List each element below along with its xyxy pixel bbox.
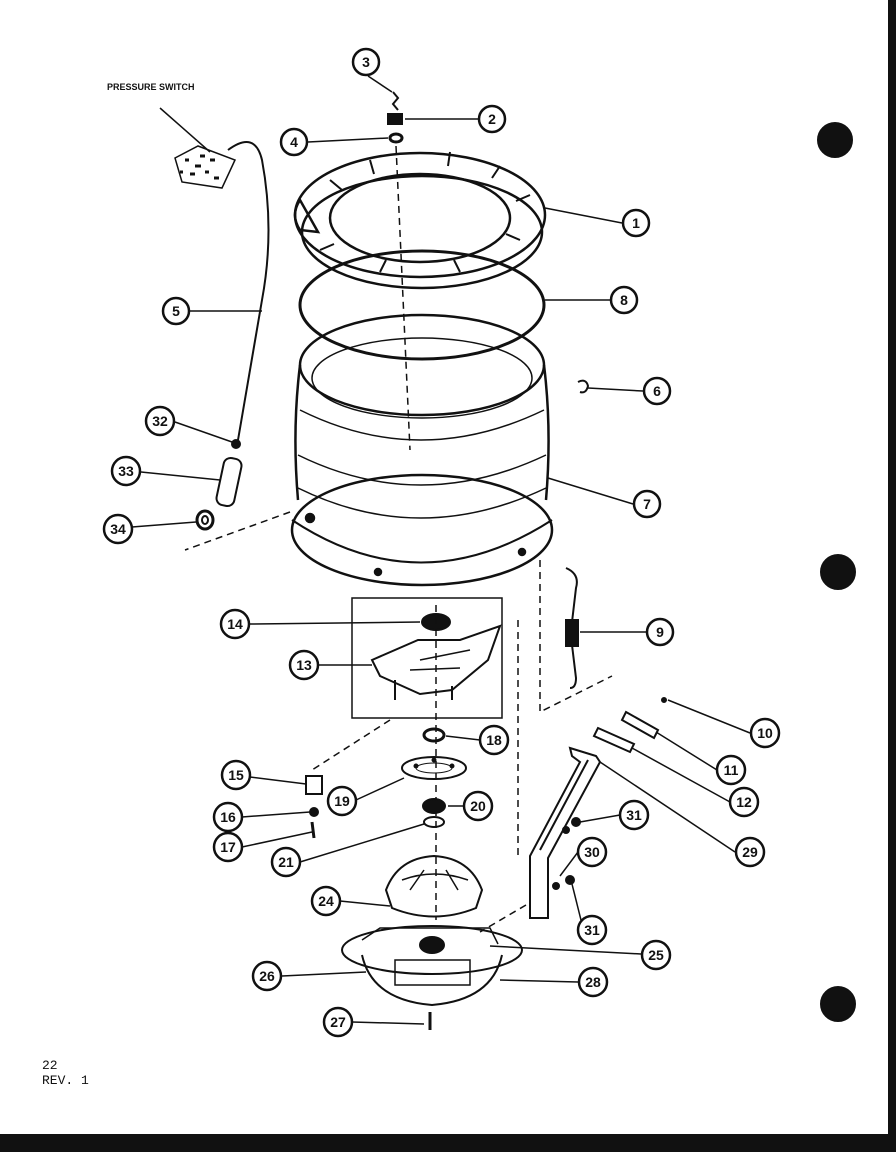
callout-c27: 27 [322, 1006, 354, 1038]
svg-text:17: 17 [220, 839, 236, 855]
outer-tub [290, 313, 554, 587]
callout-c29: 29 [734, 836, 766, 868]
svg-text:4: 4 [290, 134, 298, 150]
callout-c32: 32 [144, 405, 176, 437]
svg-text:3: 3 [362, 54, 370, 70]
callout-c9: 9 [645, 617, 675, 647]
svg-text:31: 31 [584, 922, 600, 938]
callout-c15: 15 [220, 759, 252, 791]
pressure-switch [159, 107, 237, 189]
tub-gasket [298, 249, 546, 361]
svg-text:30: 30 [584, 844, 600, 860]
callout-c14: 14 [219, 608, 251, 640]
leader-lines [131, 75, 751, 1025]
pulley-parts [401, 727, 467, 828]
callout-c4: 4 [279, 127, 309, 157]
svg-text:12: 12 [736, 794, 752, 810]
callout-c18: 18 [478, 724, 510, 756]
callout-c17: 17 [212, 831, 244, 863]
spring-dash-line [539, 560, 613, 714]
hose-dash-line [184, 511, 291, 551]
bracket-bolts [552, 817, 581, 890]
callout-c24: 24 [310, 885, 342, 917]
callout-c19: 19 [326, 785, 358, 817]
tub-ring [293, 151, 547, 290]
svg-text:29: 29 [742, 844, 758, 860]
callout-c28: 28 [577, 966, 609, 998]
svg-text:6: 6 [653, 383, 661, 399]
callout-c3: 3 [351, 47, 381, 77]
svg-text:7: 7 [643, 496, 651, 512]
svg-text:25: 25 [648, 947, 664, 963]
top-fasteners [387, 91, 411, 451]
callout-c6: 6 [642, 376, 672, 406]
callout-c26: 26 [251, 960, 283, 992]
pin-parts [305, 775, 323, 839]
svg-text:5: 5 [172, 303, 180, 319]
svg-text:2: 2 [488, 111, 496, 127]
support-bracket [529, 746, 602, 919]
svg-text:24: 24 [318, 893, 334, 909]
callout-c8a: 8 [609, 285, 639, 315]
svg-text:16: 16 [220, 809, 236, 825]
callout-c16: 16 [212, 801, 244, 833]
callout-c13: 13 [288, 649, 320, 681]
callout-c31b: 31 [576, 914, 608, 946]
svg-text:11: 11 [724, 762, 739, 778]
svg-text:9: 9 [656, 624, 664, 640]
callout-c12: 12 [728, 786, 760, 818]
page-footer: 22 REV. 1 [42, 1058, 89, 1088]
svg-text:15: 15 [228, 767, 244, 783]
svg-text:26: 26 [259, 968, 275, 984]
callout-c7: 7 [632, 489, 662, 519]
revision-label: REV. 1 [42, 1073, 89, 1088]
callout-c1: 1 [621, 208, 651, 238]
bracket-dash-line [479, 904, 527, 933]
binder-hole-bottom [820, 986, 856, 1022]
callout-c10: 10 [749, 717, 781, 749]
svg-text:20: 20 [470, 798, 486, 814]
svg-text:14: 14 [227, 616, 243, 632]
svg-text:32: 32 [152, 413, 168, 429]
callout-c31a: 31 [618, 799, 650, 831]
pressure-hose [227, 141, 270, 441]
svg-text:27: 27 [330, 1014, 346, 1030]
agitator-drive-box [351, 597, 503, 719]
callout-c21: 21 [270, 846, 302, 878]
gearcase-base [341, 925, 523, 1007]
callout-c11: 11 [715, 754, 747, 786]
binder-hole-middle [820, 554, 856, 590]
binder-hole-top [817, 122, 853, 158]
page-number: 22 [42, 1058, 58, 1073]
svg-text:31: 31 [626, 807, 642, 823]
callout-c2: 2 [477, 104, 507, 134]
callout-c30: 30 [576, 836, 608, 868]
svg-text:19: 19 [334, 793, 350, 809]
callout-c25: 25 [640, 939, 672, 971]
svg-text:34: 34 [110, 521, 126, 537]
svg-text:13: 13 [296, 657, 312, 673]
svg-text:10: 10 [757, 725, 773, 741]
svg-text:33: 33 [118, 463, 134, 479]
suspension-spring [565, 567, 579, 689]
svg-text:8: 8 [620, 292, 628, 308]
left-dash-line [311, 719, 391, 771]
callout-c33: 33 [110, 455, 142, 487]
svg-text:1: 1 [632, 215, 640, 231]
svg-text:18: 18 [486, 732, 502, 748]
svg-text:21: 21 [278, 854, 294, 870]
gearcase-cover [384, 854, 484, 918]
callout-c34: 34 [102, 513, 134, 545]
scan-bottom-edge [0, 1134, 896, 1152]
svg-text:28: 28 [585, 974, 601, 990]
pressure-switch-label: PRESSURE SWITCH [107, 82, 195, 92]
hose-fittings [195, 439, 243, 531]
mount-plates [592, 697, 667, 754]
clip-part [577, 379, 590, 394]
callout-c20: 20 [462, 790, 494, 822]
scan-right-edge [888, 0, 896, 1152]
callout-c5: 5 [161, 296, 191, 326]
